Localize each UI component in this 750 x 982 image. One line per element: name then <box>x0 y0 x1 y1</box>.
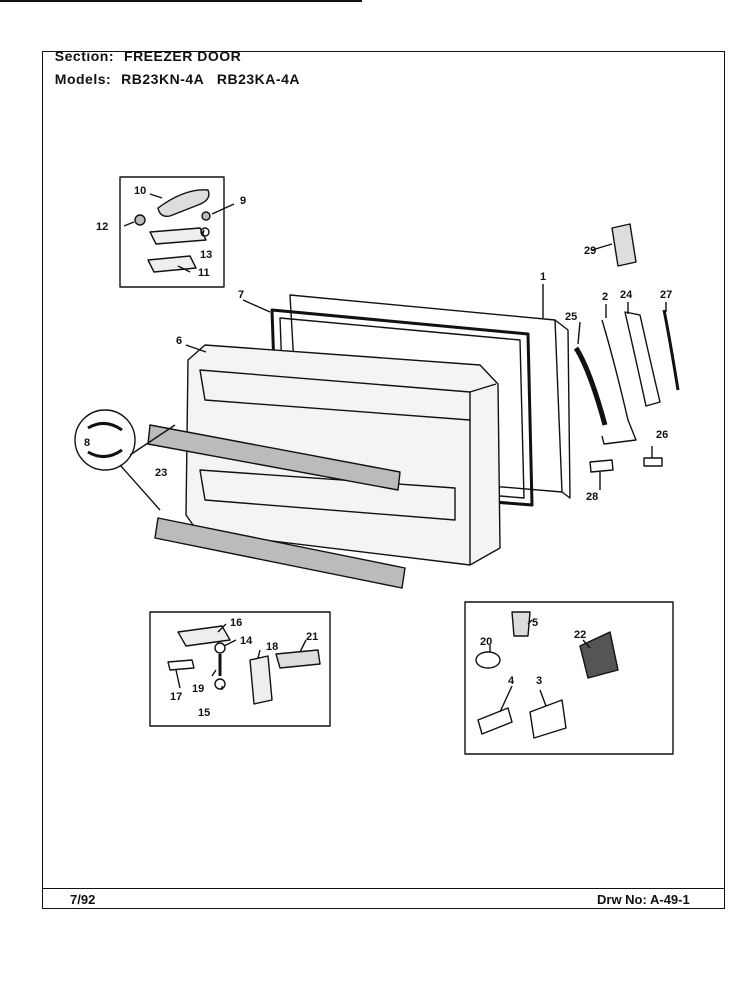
callout-26: 26 <box>656 429 668 441</box>
part-23-upper-bar-shape <box>147 424 401 491</box>
callout-15: 15 <box>198 707 210 719</box>
part-11-plate-shape <box>147 255 197 273</box>
callout-16: 16 <box>230 617 242 629</box>
callout-21: 21 <box>306 631 318 643</box>
callout-8: 8 <box>84 437 90 449</box>
drawing-number: A-49-1 <box>649 892 690 907</box>
part-5-plug-shape <box>511 611 531 637</box>
hinge-cover-inset-box <box>119 176 225 288</box>
footer-date: 7/92 <box>70 892 96 907</box>
part-18-hinge-shape <box>249 655 273 705</box>
callout-22: 22 <box>574 629 586 641</box>
callout-5: 5 <box>532 617 538 629</box>
callout-27: 27 <box>660 289 672 301</box>
callout-28: 28 <box>586 491 598 503</box>
hinge-hardware-inset-box <box>149 611 331 727</box>
part-12-screw-shape <box>134 214 146 226</box>
part-3-bracket-shape <box>529 699 567 739</box>
section-header: Section: FREEZER DOOR <box>46 32 241 64</box>
part-21-plate-shape <box>275 649 321 669</box>
top-rule <box>0 0 362 2</box>
footer-rule <box>42 888 725 889</box>
callout-leader-lines <box>123 193 667 713</box>
part-28-shape <box>589 459 614 473</box>
part-9-plate-shape <box>149 227 207 245</box>
footer-drawing-number: Drw No: A-49-1 <box>597 892 690 907</box>
callout-25: 25 <box>565 311 577 323</box>
part-22-clip-shape <box>579 631 619 679</box>
part-10-cover-shape <box>157 189 210 218</box>
callout-6: 6 <box>176 335 182 347</box>
callout-4: 4 <box>508 675 515 687</box>
callout-10: 10 <box>134 185 146 197</box>
part-9-pin-shape <box>201 211 211 221</box>
part-8-clip-shape <box>87 422 123 458</box>
callout-2: 2 <box>602 291 608 303</box>
part-29-bracket-shape <box>611 223 637 267</box>
section-label: Section: <box>54 48 115 64</box>
part-8-detail-circle <box>74 409 136 471</box>
callout-24: 24 <box>620 289 633 301</box>
callout-9: 9 <box>240 195 246 207</box>
callout-13: 13 <box>200 249 212 261</box>
part-26-shape <box>643 457 663 467</box>
callout-19: 19 <box>192 683 204 695</box>
models-value: RB23KN-4A RB23KA-4A <box>121 71 300 87</box>
callout-14: 14 <box>240 635 253 647</box>
callout-23: 23 <box>155 467 167 479</box>
models-label: Models: <box>54 71 112 87</box>
callout-17: 17 <box>170 691 182 703</box>
part-17-shape <box>167 659 195 671</box>
callout-11: 11 <box>198 267 210 279</box>
drawing-frame <box>42 51 725 909</box>
callout-12: 12 <box>96 221 108 233</box>
drawing-label: Drw No: <box>597 892 647 907</box>
shelf-hardware-inset-box <box>464 601 674 755</box>
part-15-washer-shape <box>214 678 226 690</box>
part-8-leader-lines <box>119 424 176 511</box>
part-4-bracket-shape <box>477 707 513 735</box>
callout-1: 1 <box>540 271 546 283</box>
part-14-washer-shape <box>214 642 226 654</box>
callout-7: 7 <box>238 289 244 301</box>
part-1-door-edge-shape <box>554 319 571 499</box>
part-24-hinge-cover-shape <box>624 311 661 407</box>
models-header: Models: RB23KN-4A RB23KA-4A <box>46 55 300 87</box>
part-16-bracket-shape <box>177 625 231 647</box>
part-20-button-shape <box>475 651 501 669</box>
part-6-liner-edge-shape <box>469 383 497 565</box>
callout-18: 18 <box>266 641 278 653</box>
part-23-lower-bar-shape <box>154 517 406 589</box>
part-13-washer-shape <box>200 227 210 237</box>
part-27-wire-shape <box>662 309 680 391</box>
section-value: FREEZER DOOR <box>124 48 242 64</box>
callout-29: 29 <box>584 245 596 257</box>
callout-3: 3 <box>536 675 542 687</box>
part-25-hinge-pin-shape <box>573 346 608 426</box>
callout-20: 20 <box>480 636 492 648</box>
part-2-hinge-shape <box>601 319 637 445</box>
